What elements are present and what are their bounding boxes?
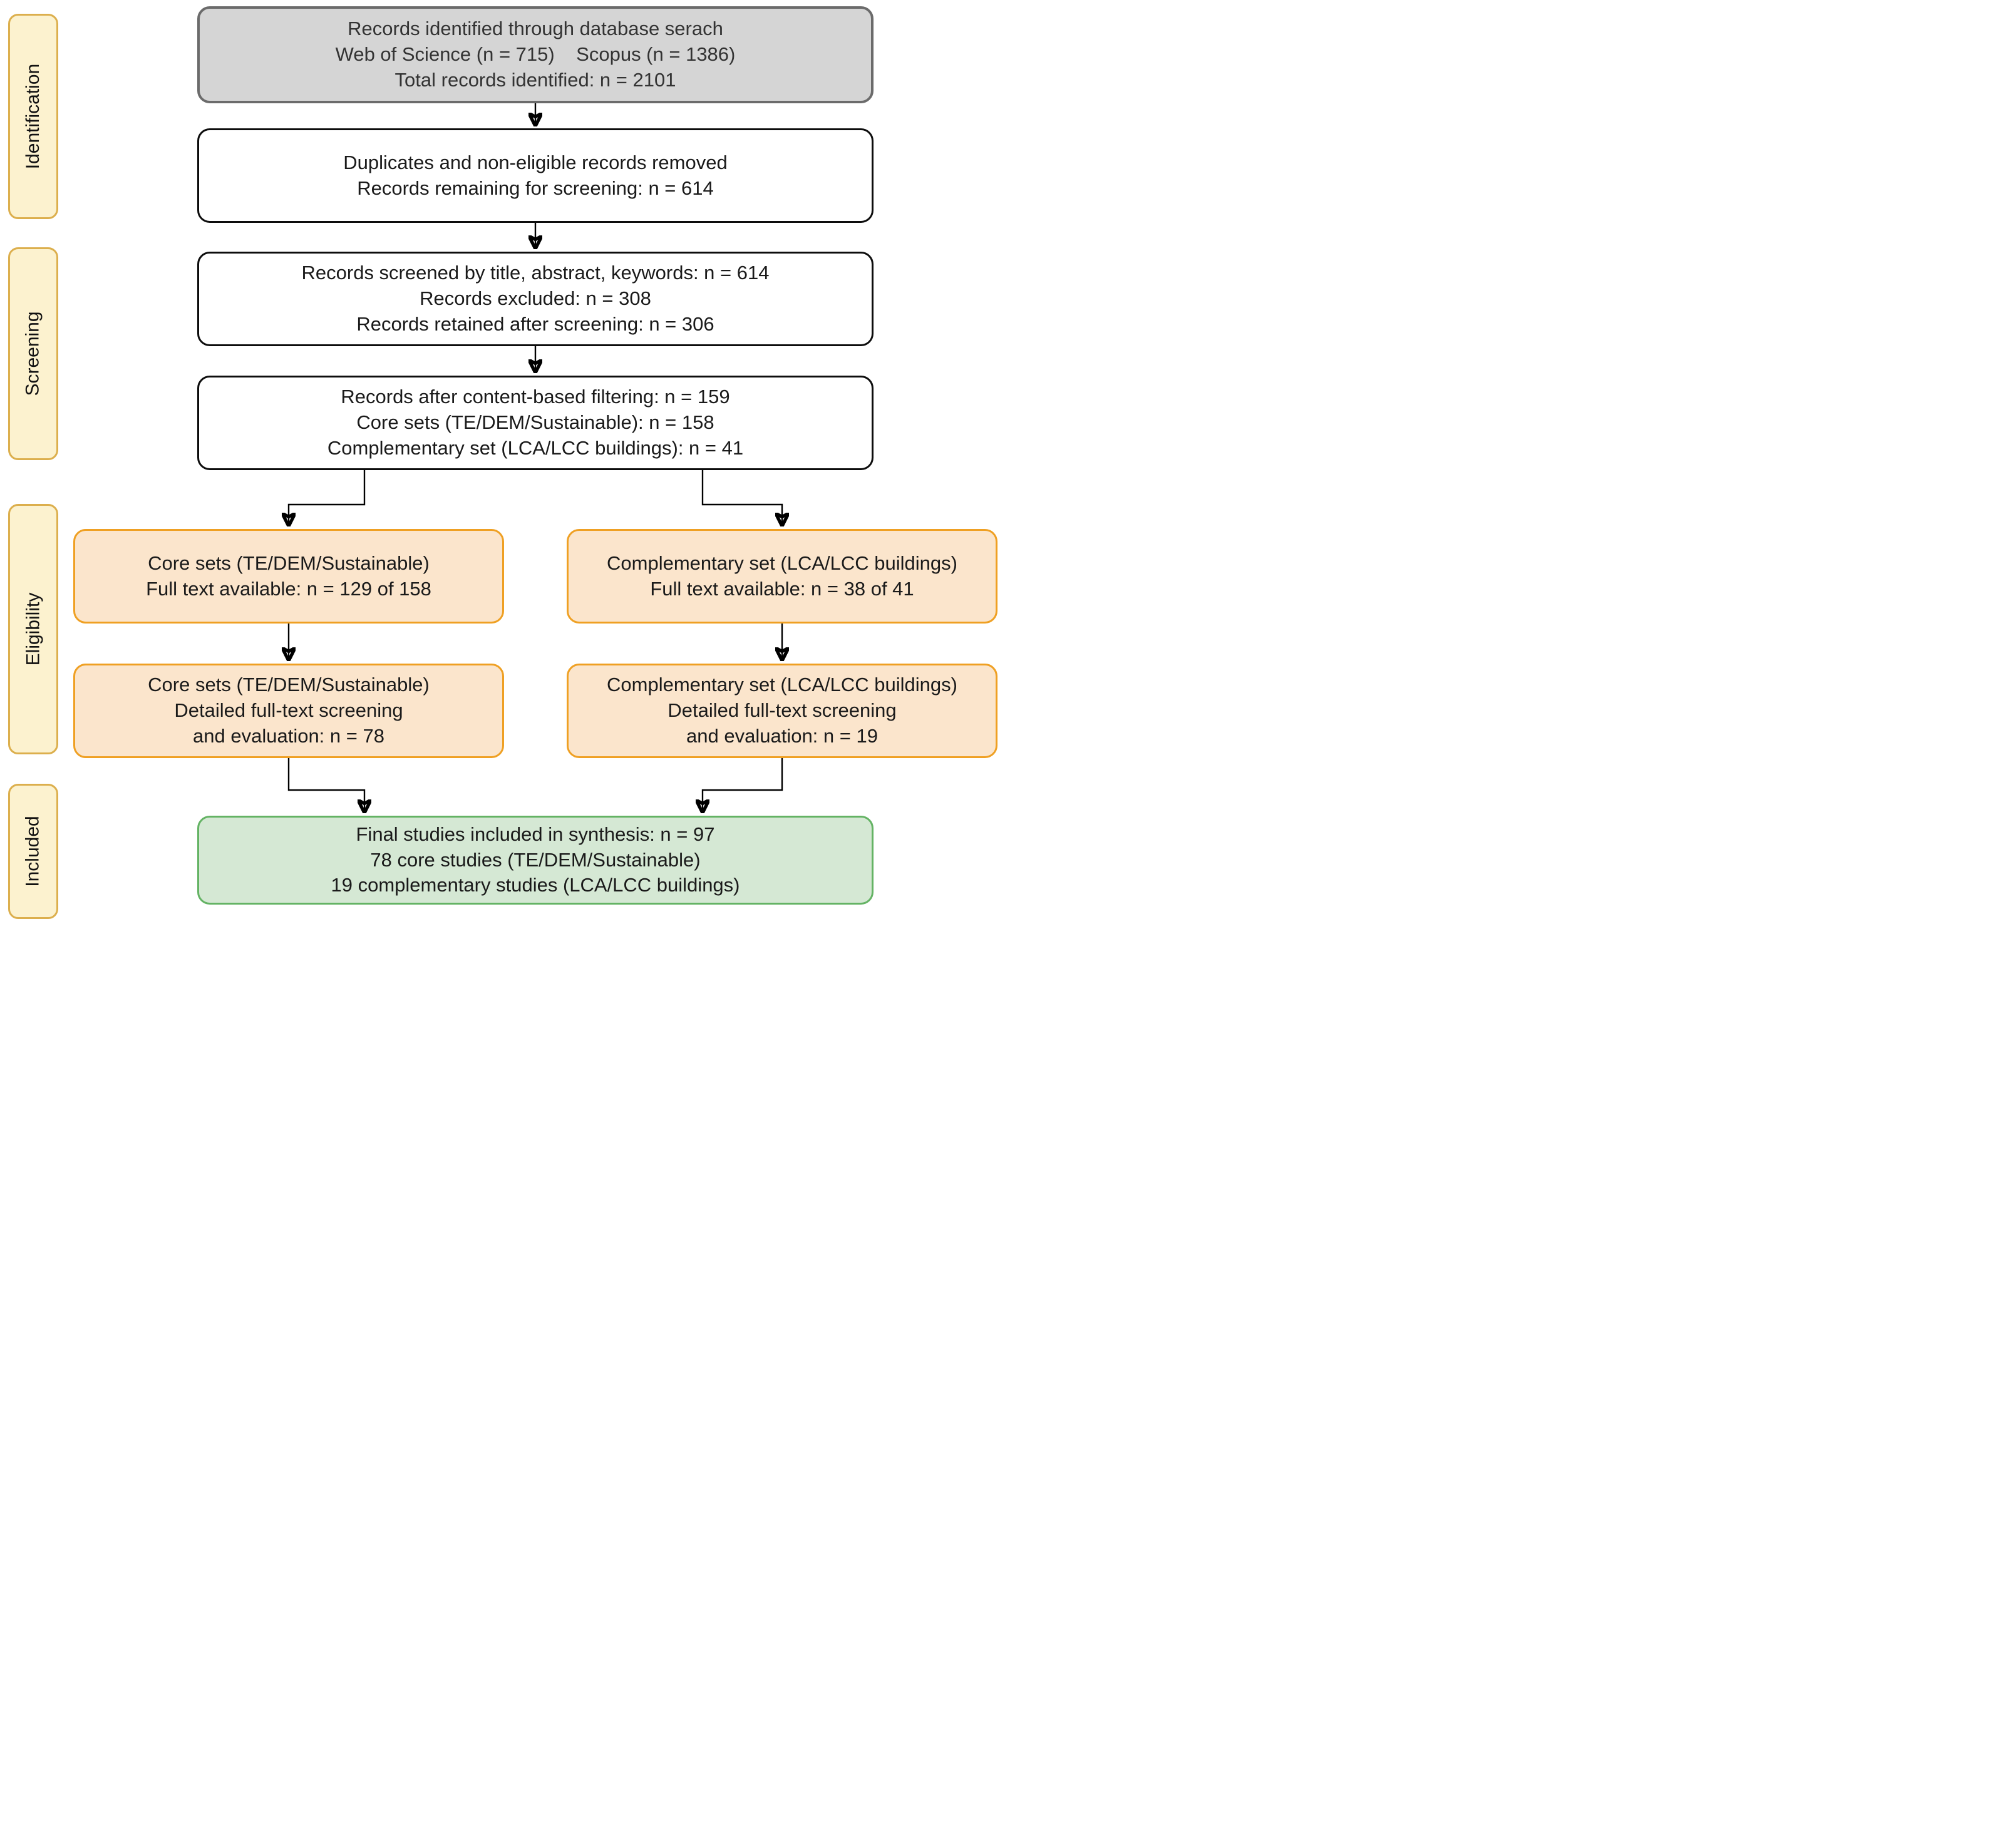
box-line: Core sets (TE/DEM/Sustainable): n = 158 [356,411,714,434]
core-fulltext-box: Core sets (TE/DEM/Sustainable) Full text… [73,529,504,624]
stage-label-screening: Screening [8,247,58,460]
core-evaluation-box: Core sets (TE/DEM/Sustainable) Detailed … [73,664,504,758]
stage-label-text: Included [23,816,43,887]
stage-label-text: Screening [23,311,43,396]
box-line: Final studies included in synthesis: n =… [356,823,715,845]
connector-layer [0,103,1002,924]
box-line: Complementary set (LCA/LCC buildings) [607,552,957,574]
box-line: Web of Science (n = 715) Scopus (n = 138… [335,43,736,66]
records-screened-box: Records screened by title, abstract, key… [197,252,874,346]
box-line: Duplicates and non-eligible records remo… [343,151,728,173]
content-filtered-box: Records after content-based filtering: n… [197,376,874,470]
records-identified-box: Records identified through database sera… [197,6,874,103]
box-line: Full text available: n = 129 of 158 [146,577,431,600]
duplicates-removed-box: Duplicates and non-eligible records remo… [197,128,874,223]
box-line: 19 complementary studies (LCA/LCC buildi… [331,874,740,896]
complementary-evaluation-box: Complementary set (LCA/LCC buildings) De… [567,664,997,758]
arrow-filtered-to-comp-fulltext [701,470,782,525]
final-included-box: Final studies included in synthesis: n =… [197,816,874,905]
box-line: Core sets (TE/DEM/Sustainable) [148,674,430,696]
box-line: Records remaining for screening: n = 614 [357,177,714,199]
box-line: Records excluded: n = 308 [420,287,651,310]
arrow-comp-eval-to-final [703,758,783,812]
prisma-flow-diagram: Identification Screening Eligibility Inc… [0,0,1002,924]
box-line: Records identified through database sera… [348,18,723,40]
stage-label-eligibility: Eligibility [8,504,58,754]
box-line: and evaluation: n = 19 [686,724,878,747]
box-line: Detailed full-text screening [174,699,403,722]
stage-label-text: Identification [23,63,44,170]
box-line: Full text available: n = 38 of 41 [650,577,914,600]
stage-label-text: Eligibility [23,592,43,666]
box-line: Total records identified: n = 2101 [394,68,676,91]
arrow-core-eval-to-final [287,758,364,812]
arrow-filtered-to-core-fulltext [289,470,366,525]
complementary-fulltext-box: Complementary set (LCA/LCC buildings) Fu… [567,529,997,624]
box-line: Records retained after screening: n = 30… [356,312,714,335]
box-line: Complementary set (LCA/LCC buildings) [607,674,957,696]
box-line: Core sets (TE/DEM/Sustainable) [148,552,430,574]
box-line: Records screened by title, abstract, key… [301,262,770,284]
box-line: 78 core studies (TE/DEM/Sustainable) [370,848,701,871]
stage-label-identification: Identification [8,14,58,219]
box-line: Complementary set (LCA/LCC buildings): n… [327,436,744,459]
box-line: Detailed full-text screening [667,699,897,722]
box-line: Records after content-based filtering: n… [341,386,730,408]
box-line: and evaluation: n = 78 [193,724,384,747]
stage-label-included: Included [8,784,58,919]
